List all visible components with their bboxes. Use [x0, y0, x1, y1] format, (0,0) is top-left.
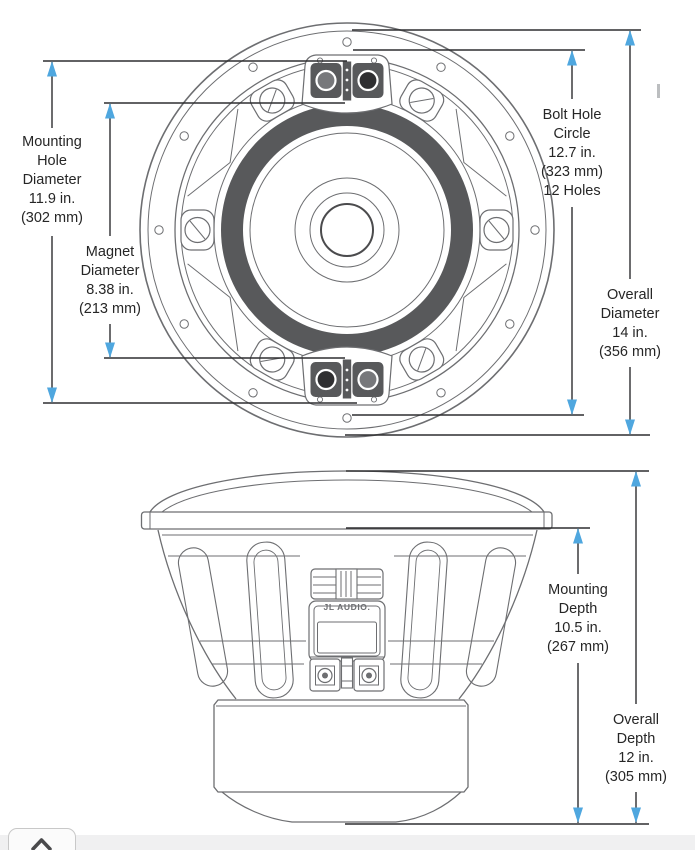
jl-audio-logo: JL AUDIO. — [323, 602, 371, 612]
label-line: 12 in. — [618, 750, 654, 766]
arrow-down-icon — [625, 419, 635, 435]
arrow-down-icon — [573, 807, 583, 823]
arrow-up-icon — [625, 30, 635, 46]
label-overall-depth: Overall Depth 12 in. (305 mm) — [605, 711, 667, 787]
terminal-block — [301, 54, 393, 114]
label-line: Bolt Hole — [542, 107, 602, 123]
label-line: 8.38 in. — [86, 282, 134, 298]
scroll-top-button[interactable] — [8, 828, 76, 850]
label-bolt-hole-circle: Bolt Hole Circle 12.7 in. (323 mm) 12 Ho… — [541, 106, 603, 201]
label-line: (305 mm) — [604, 769, 668, 785]
label-line: (356 mm) — [598, 344, 662, 360]
dimension-lines — [43, 29, 650, 825]
label-line: 12.7 in. — [548, 145, 596, 161]
label-line: Overall — [613, 712, 659, 728]
arrow-up-icon — [573, 528, 583, 544]
label-line: (213 mm) — [78, 301, 142, 317]
clamp-tab — [479, 209, 514, 251]
label-line: Diameter — [80, 263, 140, 279]
magnet-side — [213, 699, 469, 793]
bolt-holes — [154, 37, 540, 423]
label-mounting-hole-diameter: Mounting Hole Diameter 11.9 in. (302 mm) — [21, 133, 83, 228]
label-line: Diameter — [600, 306, 660, 322]
arrow-down-icon — [47, 387, 57, 403]
label-mounting-depth: Mounting Depth 10.5 in. (267 mm) — [547, 581, 609, 657]
label-line: (267 mm) — [546, 639, 610, 655]
arrow-up-icon — [567, 50, 577, 66]
side-view-drawing — [140, 470, 553, 823]
arrow-down-icon — [567, 399, 577, 415]
label-line: Mounting — [548, 582, 608, 598]
label-line: 11.9 in. — [28, 191, 76, 207]
cone-dome — [149, 470, 545, 513]
dust-cap — [294, 177, 400, 283]
motor-tower — [308, 568, 386, 692]
label-line: (302 mm) — [20, 210, 84, 226]
label-line: Depth — [616, 731, 656, 747]
arrow-down-icon — [631, 807, 641, 823]
label-line: 12 Holes — [543, 183, 601, 199]
footer-band — [0, 835, 695, 850]
bottom-boot — [221, 791, 462, 823]
basket-struts — [187, 108, 507, 352]
label-magnet-diameter: Magnet Diameter 8.38 in. (213 mm) — [79, 243, 141, 319]
dimension-arrows — [47, 30, 641, 823]
mounting-flange — [140, 511, 553, 530]
arrow-up-icon — [631, 471, 641, 487]
label-line: Magnet — [85, 244, 135, 260]
arrow-up-icon — [105, 103, 115, 119]
label-overall-diameter: Overall Diameter 14 in. (356 mm) — [599, 286, 661, 362]
label-line: Depth — [558, 601, 598, 617]
label-line: 10.5 in. — [554, 620, 602, 636]
basket-spokes — [177, 541, 517, 699]
label-line: Diameter — [22, 172, 82, 188]
label-line: Hole — [37, 153, 67, 169]
label-line: 14 in. — [612, 325, 648, 341]
label-line: (323 mm) — [540, 164, 604, 180]
label-line: Mounting — [22, 134, 82, 150]
front-view-drawing — [139, 22, 555, 438]
arrow-up-icon — [47, 61, 57, 77]
scrollbar-thumb[interactable] — [657, 84, 660, 98]
chevron-up-icon — [31, 838, 52, 850]
arrow-down-icon — [105, 342, 115, 358]
label-line: Circle — [553, 126, 591, 142]
magnet-ring — [221, 104, 473, 356]
label-line: Overall — [607, 287, 653, 303]
